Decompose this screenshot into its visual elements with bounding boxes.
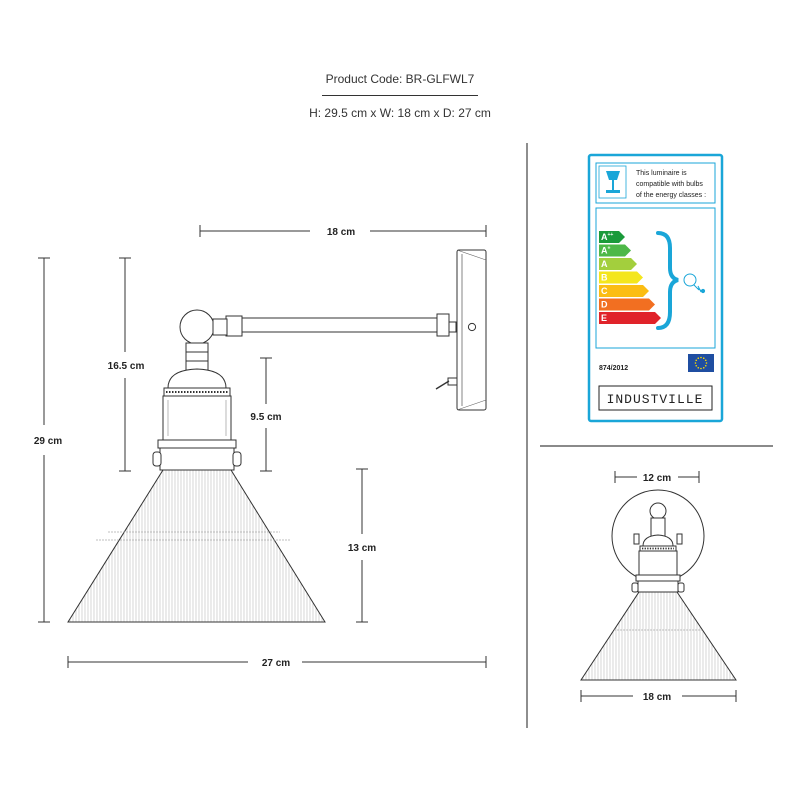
- svg-text:C: C: [601, 286, 608, 296]
- class-bracket: [656, 231, 679, 330]
- dim-projection: 27 cm: [262, 658, 290, 669]
- dim-plate-width: 12 cm: [643, 473, 671, 484]
- arm-joint: [179, 309, 215, 345]
- energy-class-5: D: [599, 298, 655, 311]
- side-view-lamp: [67, 249, 487, 623]
- energy-class-0: A++: [599, 231, 625, 243]
- energy-class-6: E: [599, 312, 661, 324]
- wall-screw: [467, 322, 477, 332]
- toggle-switch: [435, 377, 458, 390]
- svg-text:B: B: [601, 273, 608, 283]
- dim-shade-height: 13 cm: [348, 543, 376, 554]
- label-text-line3: of the energy classes :: [636, 192, 706, 199]
- product-code: Product Code: BR-GLFWL7: [325, 72, 475, 86]
- header-divider: [322, 95, 478, 96]
- regulation-number: 874/2012: [599, 365, 628, 372]
- dim-total-height: 29 cm: [34, 436, 62, 447]
- energy-label: This luminaire is compatible with bulbs …: [587, 153, 724, 423]
- bulb-holder: [167, 368, 227, 389]
- shade-collar: [157, 439, 237, 449]
- dim-upper-height: 16.5 cm: [108, 361, 145, 372]
- svg-text:A: A: [601, 259, 608, 269]
- brand-logo: INDUSTVILLE: [607, 392, 704, 407]
- energy-class-2: A: [599, 258, 637, 270]
- side-view-dimensions: [38, 225, 487, 668]
- front-view-dimensions: [580, 471, 737, 702]
- energy-class-3: B: [599, 271, 643, 284]
- front-view-lamp: [580, 489, 737, 681]
- front-glass-shade: [580, 591, 737, 681]
- bulb-icon: [683, 273, 706, 294]
- lamp-icon: [598, 165, 627, 199]
- svg-text:A+: A+: [601, 246, 611, 256]
- label-text-line2: compatible with bulbs: [636, 181, 703, 188]
- dim-shade-width: 18 cm: [643, 692, 671, 703]
- eu-flag-icon: [688, 354, 714, 372]
- svg-text:A++: A++: [601, 232, 613, 242]
- label-text-line1: This luminaire is: [636, 170, 687, 177]
- svg-text:D: D: [601, 300, 608, 310]
- dim-holder-height: 9.5 cm: [250, 412, 281, 423]
- dimensions-summary: H: 29.5 cm x W: 18 cm x D: 27 cm: [309, 106, 491, 120]
- dim-arm-length: 18 cm: [327, 227, 355, 238]
- energy-class-1: A+: [599, 244, 631, 257]
- svg-text:E: E: [601, 313, 607, 323]
- glass-shade: [67, 469, 326, 623]
- lamp-arm: [239, 317, 441, 333]
- energy-class-4: C: [599, 285, 649, 297]
